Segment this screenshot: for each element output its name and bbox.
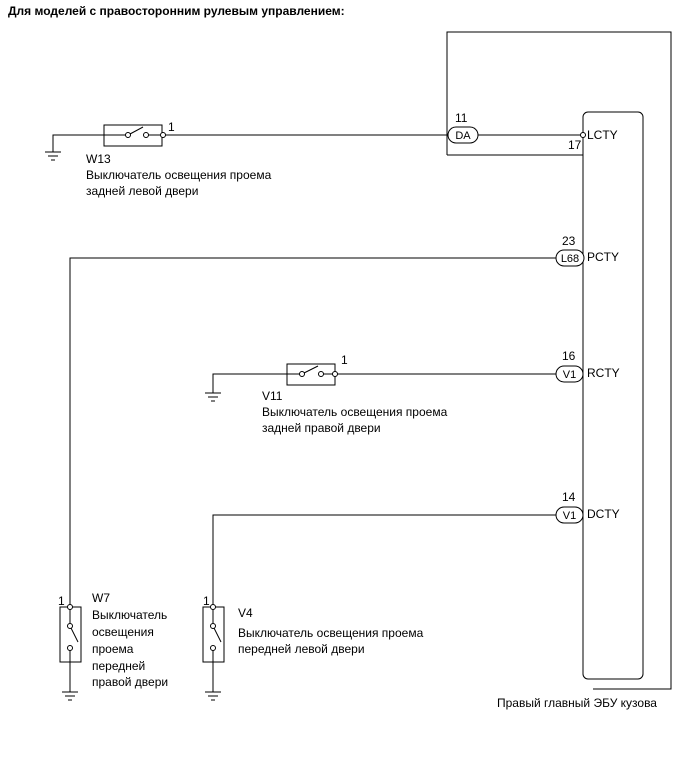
ecu-pin-pcty: PCTY <box>587 250 620 264</box>
v4-desc-line2: передней левой двери <box>238 642 365 656</box>
v4-code: V4 <box>238 606 253 620</box>
w7-desc-line5: правой двери <box>92 675 169 689</box>
ecu-lcty-pin-number: 17 <box>568 138 582 152</box>
w7-desc-line2: освещения <box>92 625 154 639</box>
v11-code: V11 <box>262 389 283 403</box>
w7-code: W7 <box>92 591 110 605</box>
w13-desc-line2: задней левой двери <box>86 184 199 198</box>
connector-l68 <box>555 249 585 267</box>
v11-desc-line2: задней правой двери <box>262 421 381 435</box>
connector-da-label: DA <box>455 130 471 142</box>
ground-icon-v4 <box>205 691 221 701</box>
ground-icon-w13 <box>45 151 61 161</box>
ecu-name: Правый главный ЭБУ кузова <box>497 696 657 710</box>
dcty-wire <box>212 514 556 607</box>
connector-v1-dcty <box>555 506 584 524</box>
w7-desc-line3: проема <box>92 642 134 656</box>
ecu-outer-frame <box>446 31 672 690</box>
w7-desc-line1: Выключатель <box>92 608 168 622</box>
v4-pin-number: 1 <box>203 594 210 608</box>
connector-da-number: 11 <box>455 111 468 125</box>
w13-code: W13 <box>86 152 111 166</box>
switch-contacts <box>67 126 335 662</box>
v4-desc-line1: Выключатель освещения проема <box>238 626 424 640</box>
v11-desc-line1: Выключатель освещения проема <box>262 405 448 419</box>
w13-ground-wire <box>52 134 104 152</box>
connector-v1-rcty-number: 16 <box>562 349 576 363</box>
connector-v1-dcty-number: 14 <box>562 490 576 504</box>
v11-ground-wire <box>212 373 287 393</box>
ecu-pin-lcty: LCTY <box>587 128 618 142</box>
w7-pin-number: 1 <box>58 594 65 608</box>
ground-icon-v11 <box>205 392 221 402</box>
pcty-wire <box>69 257 556 607</box>
w13-desc-line1: Выключатель освещения проема <box>86 168 272 182</box>
connector-l68-label: L68 <box>561 253 579 265</box>
connector-v1-rcty <box>555 365 584 383</box>
terminal-dots <box>67 132 586 610</box>
ecu-body <box>582 111 644 680</box>
ecu-pin-dcty: DCTY <box>587 507 620 521</box>
w13-pin-number: 1 <box>168 120 175 134</box>
connector-v1-dcty-label: V1 <box>563 510 576 522</box>
diagram-title: Для моделей с правосторонним рулевым упр… <box>8 4 345 18</box>
ecu-pin-rcty: RCTY <box>587 366 620 380</box>
ground-icon-w7 <box>62 691 78 701</box>
connector-da <box>447 126 479 144</box>
v11-pin-number: 1 <box>341 353 348 367</box>
connector-l68-number: 23 <box>562 234 576 248</box>
connector-v1-rcty-label: V1 <box>563 369 576 381</box>
w7-desc-line4: передней <box>92 659 146 673</box>
